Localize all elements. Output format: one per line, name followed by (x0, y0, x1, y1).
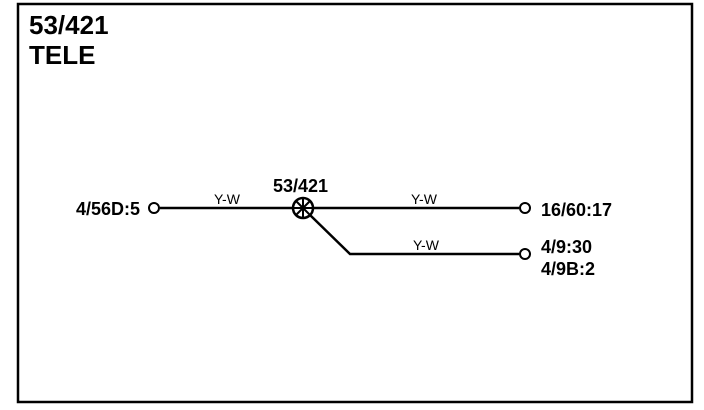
diagram-code: 53/421 (29, 10, 109, 40)
terminal-left-label: 4/56D:5 (76, 199, 140, 219)
terminal-right-bottom-label-1: 4/9:30 (541, 237, 592, 257)
terminal-right-top-icon (519, 202, 531, 214)
terminal-right-bottom-label-2: 4/9B:2 (541, 259, 595, 279)
splice-label: 53/421 (273, 176, 328, 196)
diagram-name: TELE (29, 40, 95, 70)
wire-color-label: Y-W (411, 191, 438, 207)
terminal-right-top-label: 16/60:17 (541, 200, 612, 220)
wire-right-bottom (309, 214, 519, 256)
wire-color-label: Y-W (413, 237, 440, 253)
terminal-left-icon (148, 202, 160, 214)
splice-node-icon (291, 196, 315, 220)
diagram-frame (16, 2, 694, 404)
terminal-right-bottom-icon (519, 248, 531, 260)
wire-color-label: Y-W (214, 191, 241, 207)
